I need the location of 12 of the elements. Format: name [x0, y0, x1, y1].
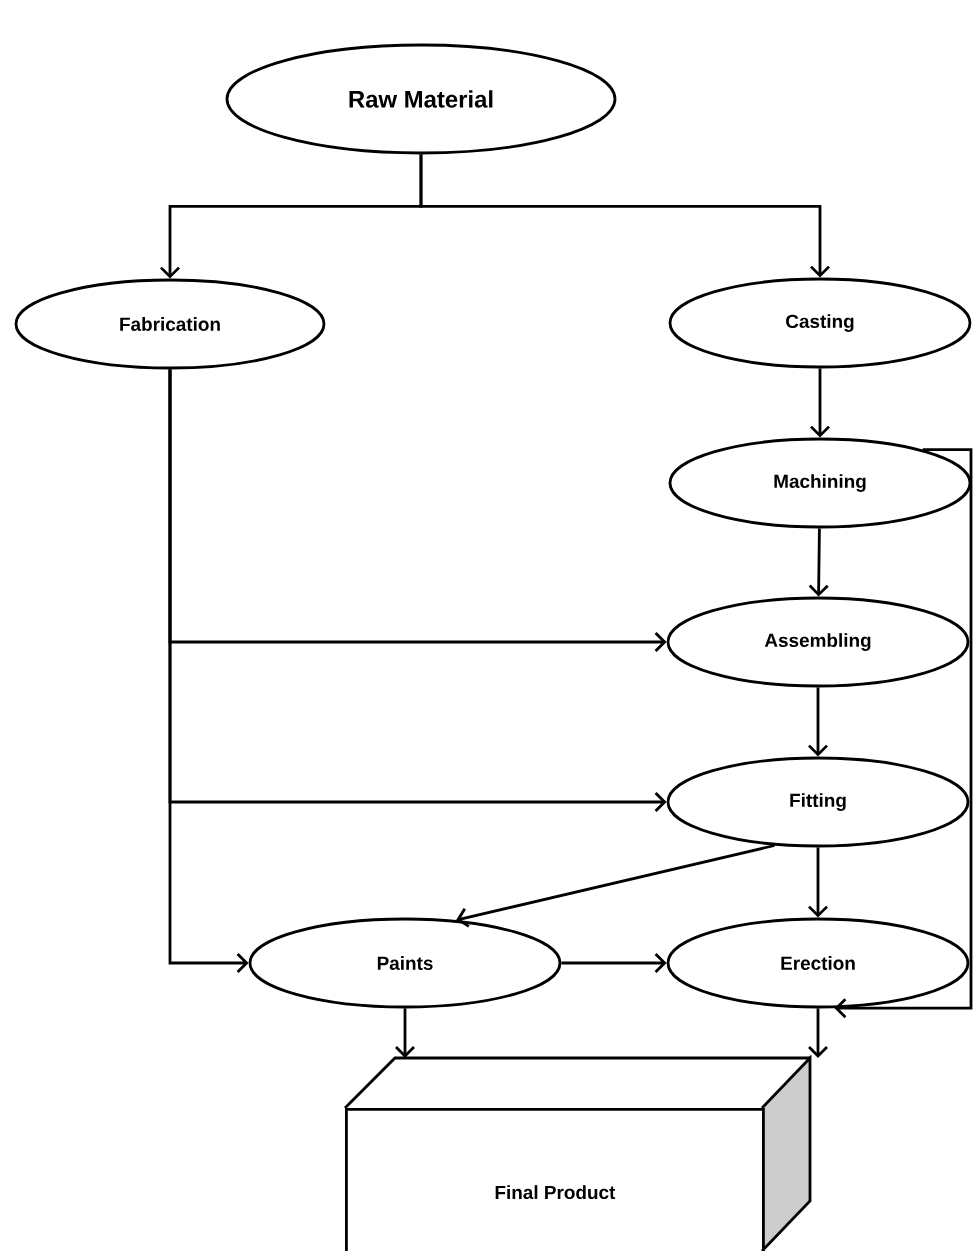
arrow	[808, 687, 828, 757]
arrow	[808, 528, 829, 597]
arrow	[834, 448, 973, 1019]
arrow	[419, 154, 830, 278]
arrow	[808, 1008, 828, 1058]
product-box: Final Product	[344, 1054, 812, 1251]
arrow	[456, 844, 775, 928]
arrow	[808, 847, 828, 918]
arrow	[168, 369, 249, 973]
arrow	[395, 1008, 415, 1058]
arrow	[561, 953, 667, 973]
arrow	[810, 368, 830, 438]
